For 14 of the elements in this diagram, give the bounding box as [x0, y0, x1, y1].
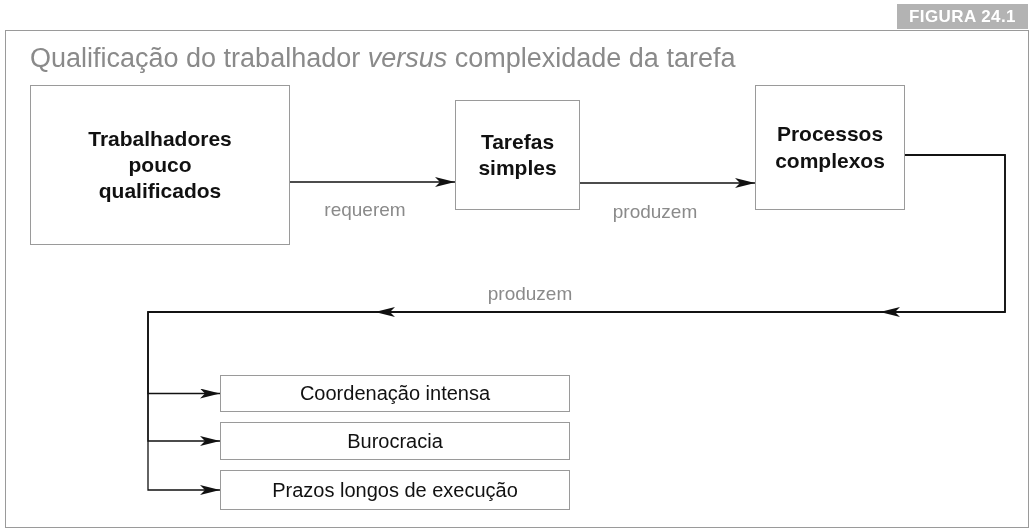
- diagram-title: Qualificação do trabalhador versus complexidade da tarefa: [30, 42, 736, 75]
- process-box: [455, 100, 580, 210]
- box-text: Burocracia: [347, 428, 443, 454]
- box-text: Processos complexos: [774, 121, 886, 174]
- box-text: Trabalhadores pouco qualificados: [87, 125, 233, 205]
- box-text: Tarefas simples: [477, 128, 558, 181]
- process-box: [220, 375, 570, 412]
- box-text: Prazos longos de execução: [272, 477, 518, 503]
- process-box: [755, 85, 905, 210]
- process-box: [220, 470, 570, 510]
- figure-number-tag: FIGURA 24.1: [897, 4, 1028, 29]
- box-text: Coordenação intensa: [299, 381, 491, 406]
- process-box: [30, 85, 290, 245]
- process-box: [220, 422, 570, 460]
